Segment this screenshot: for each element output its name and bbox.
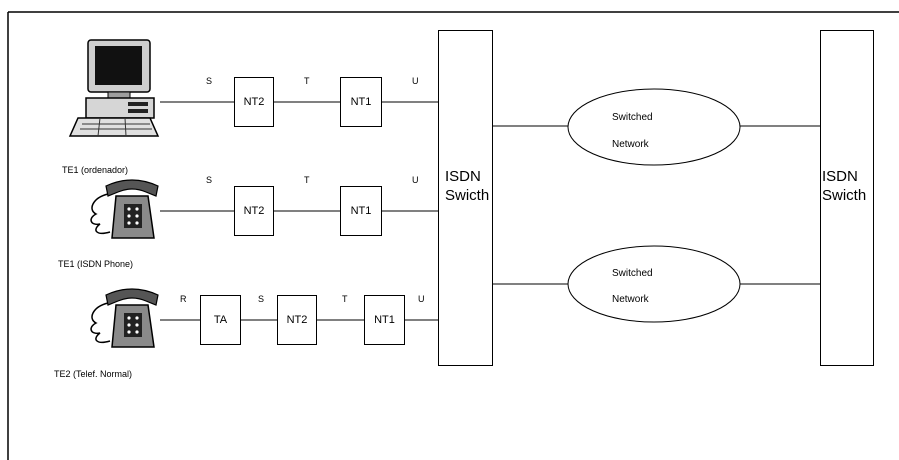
nt1-box: NT1 (364, 295, 405, 345)
refpoint-s: S (258, 294, 264, 304)
isdn-switch-right-line1: ISDN (822, 167, 858, 186)
refpoint-s: S (206, 175, 212, 185)
network-bottom-line1: Switched (612, 268, 653, 279)
network-top-line1: Switched (612, 112, 653, 123)
refpoint-t: T (304, 175, 310, 185)
refpoint-u: U (412, 76, 419, 86)
isdn-switch-left-line2: Swicth (445, 186, 489, 205)
ta-box: TA (200, 295, 241, 345)
nt2-box: NT2 (234, 186, 274, 236)
refpoint-s: S (206, 76, 212, 86)
refpoint-u: U (412, 175, 419, 185)
isdn-switch-right-line2: Swicth (822, 186, 866, 205)
computer-icon (70, 40, 158, 136)
isdn-phone-icon (91, 180, 158, 238)
network-top-line2: Network (612, 139, 649, 150)
network-bottom-ellipse (568, 246, 740, 322)
nt2-box: NT2 (234, 77, 274, 127)
refpoint-u: U (418, 294, 425, 304)
network-bottom-line2: Network (612, 294, 649, 305)
nt1-box: NT1 (340, 186, 382, 236)
nt2-box: NT2 (277, 295, 317, 345)
te2-normal-phone-label: TE2 (Telef. Normal) (54, 369, 132, 379)
nt1-box: NT1 (340, 77, 382, 127)
te1-computer-label: TE1 (ordenador) (62, 165, 128, 175)
refpoint-t: T (304, 76, 310, 86)
isdn-switch-left-line1: ISDN (445, 167, 481, 186)
refpoint-r: R (180, 294, 187, 304)
network-top-ellipse (568, 89, 740, 165)
refpoint-t: T (342, 294, 348, 304)
te1-isdn-phone-label: TE1 (ISDN Phone) (58, 259, 133, 269)
normal-phone-icon (91, 289, 158, 347)
